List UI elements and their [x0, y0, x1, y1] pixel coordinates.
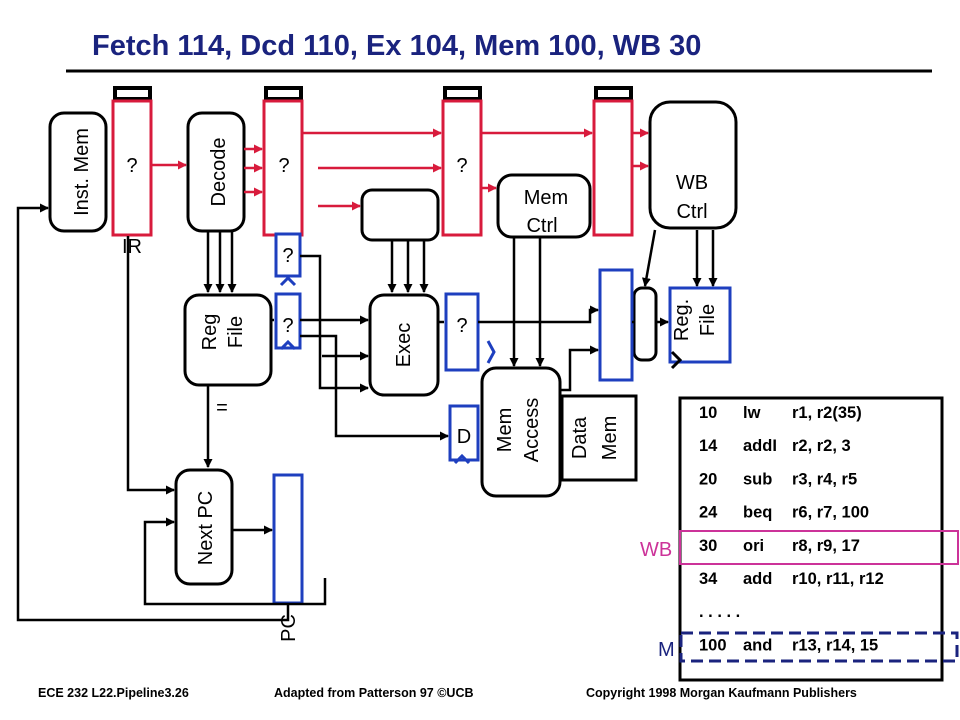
access-to-memresult-wire [560, 345, 599, 392]
wb-ctrl-label-a: WB [676, 172, 708, 194]
result-to-mem-wire [478, 305, 599, 324]
reg-file-block [183, 293, 273, 387]
mem-access-label-b: Access [521, 398, 543, 462]
footer-left: ECE 232 L22.Pipeline3.26 [38, 686, 189, 700]
program-listing: 10 lw r1, r2(35) 14 addI r2, r2, 3 20 sub r3, r4… [699, 404, 884, 654]
mem-result-register [598, 268, 634, 382]
reg-file2-block [668, 286, 732, 364]
rs-to-exec-wire [300, 254, 369, 393]
pc-loop-to-nextpc-wire [143, 517, 327, 606]
program-row-op: add [743, 570, 772, 588]
program-row-args: r10, r11, r12 [792, 570, 884, 588]
pipeline-register-caps [113, 86, 633, 101]
inst-mem-label: Inst. Mem [71, 128, 93, 216]
next-pc-block [174, 468, 234, 586]
wb-highlight-box [679, 530, 959, 565]
mem-access-label-a: Mem [494, 408, 516, 452]
wb-mux-block [632, 286, 658, 362]
wb-ctrl-block [648, 100, 738, 230]
pc-register [272, 473, 304, 605]
program-row-addr: 34 [699, 570, 718, 588]
rt-value-q: ? [282, 315, 293, 337]
mem-ctrl-label-b: Ctrl [526, 215, 557, 237]
exec-mem-register [441, 99, 483, 237]
program-row-args: r6, r7, 100 [792, 504, 869, 522]
wb-clock-marker [670, 350, 683, 370]
data-mem-label-b: Mem [599, 416, 621, 460]
program-row-addr: 14 [699, 437, 718, 455]
ir-to-nextpc-wire [126, 236, 175, 495]
program-row-args: r8, r9, 17 [792, 537, 860, 555]
program-row-op: addI [743, 437, 777, 455]
reg-file2-label-a: Reg. [671, 299, 693, 341]
slide-title: Fetch 114, Dcd 110, Ex 104, Mem 100, WB … [92, 30, 702, 62]
next-pc-label: Next PC [195, 491, 217, 565]
ir-register [111, 99, 153, 237]
rs-value-q: ? [282, 245, 293, 267]
footer-right: Copyright 1998 Morgan Kaufmann Publisher… [586, 686, 857, 700]
program-row-args: r3, r4, r5 [792, 470, 857, 488]
result-value-q: ? [456, 315, 467, 337]
wb-ctrl-label-b: Ctrl [676, 201, 707, 223]
data-mem-block [560, 394, 638, 482]
program-row-op: sub [743, 470, 772, 488]
data-mem-label-a: Data [569, 416, 591, 459]
mem-access-block [480, 366, 562, 498]
exec-result-register [444, 292, 480, 372]
mem-ctrl-block [496, 173, 592, 239]
pc-label: PC [278, 614, 300, 642]
reg-file-label-a: Reg [199, 314, 221, 351]
inst-mem-block [48, 111, 108, 233]
wb-marker: WB [640, 539, 672, 561]
d-label: D [457, 426, 471, 448]
program-row-args: r13, r14, 15 [792, 636, 878, 654]
mem-ctrl-label-a: Mem [524, 187, 568, 209]
rt-to-d-wire [300, 334, 449, 441]
wbctrl-to-mux-wire [641, 229, 657, 287]
ir-value-q: ? [126, 155, 137, 177]
footer-center: Adapted from Patterson 97 ©UCB [274, 686, 474, 700]
program-row-addr: 24 [699, 504, 718, 522]
program-row-addr: 20 [699, 470, 717, 488]
exec-block [368, 293, 440, 397]
program-row-op: beq [743, 504, 772, 522]
exec-label: Exec [393, 323, 415, 367]
decode-block [186, 111, 246, 233]
reg-file-label-b: File [225, 316, 247, 348]
ir-label: IR [122, 236, 142, 258]
mem-wb-register [592, 99, 634, 237]
program-row-args: r1, r2(35) [792, 404, 862, 422]
clock-edge-markers [279, 275, 496, 465]
d-register [448, 404, 480, 462]
equals-label: = [216, 397, 228, 419]
m-highlight-box [679, 631, 959, 663]
program-row-addr: 10 [699, 404, 717, 422]
program-row-addr: 100 [699, 636, 727, 654]
reg-file2-label-b: File [697, 304, 719, 336]
exec-reg-value-q: ? [456, 155, 467, 177]
decode-label: Decode [208, 138, 230, 207]
exec-control-block [360, 188, 440, 242]
pc-to-instmem-wire [16, 203, 290, 622]
decode-reg-value-q: ? [278, 155, 289, 177]
program-row-args: r2, r2, 3 [792, 437, 851, 455]
program-row-op: and [743, 636, 772, 654]
rt-register [274, 292, 302, 350]
program-row-op: lw [743, 404, 761, 422]
program-row-addr: 30 [699, 537, 717, 555]
m-marker: M [658, 639, 675, 661]
program-row-op: ori [743, 537, 764, 555]
program-row-addr: . . . . . [699, 603, 740, 621]
